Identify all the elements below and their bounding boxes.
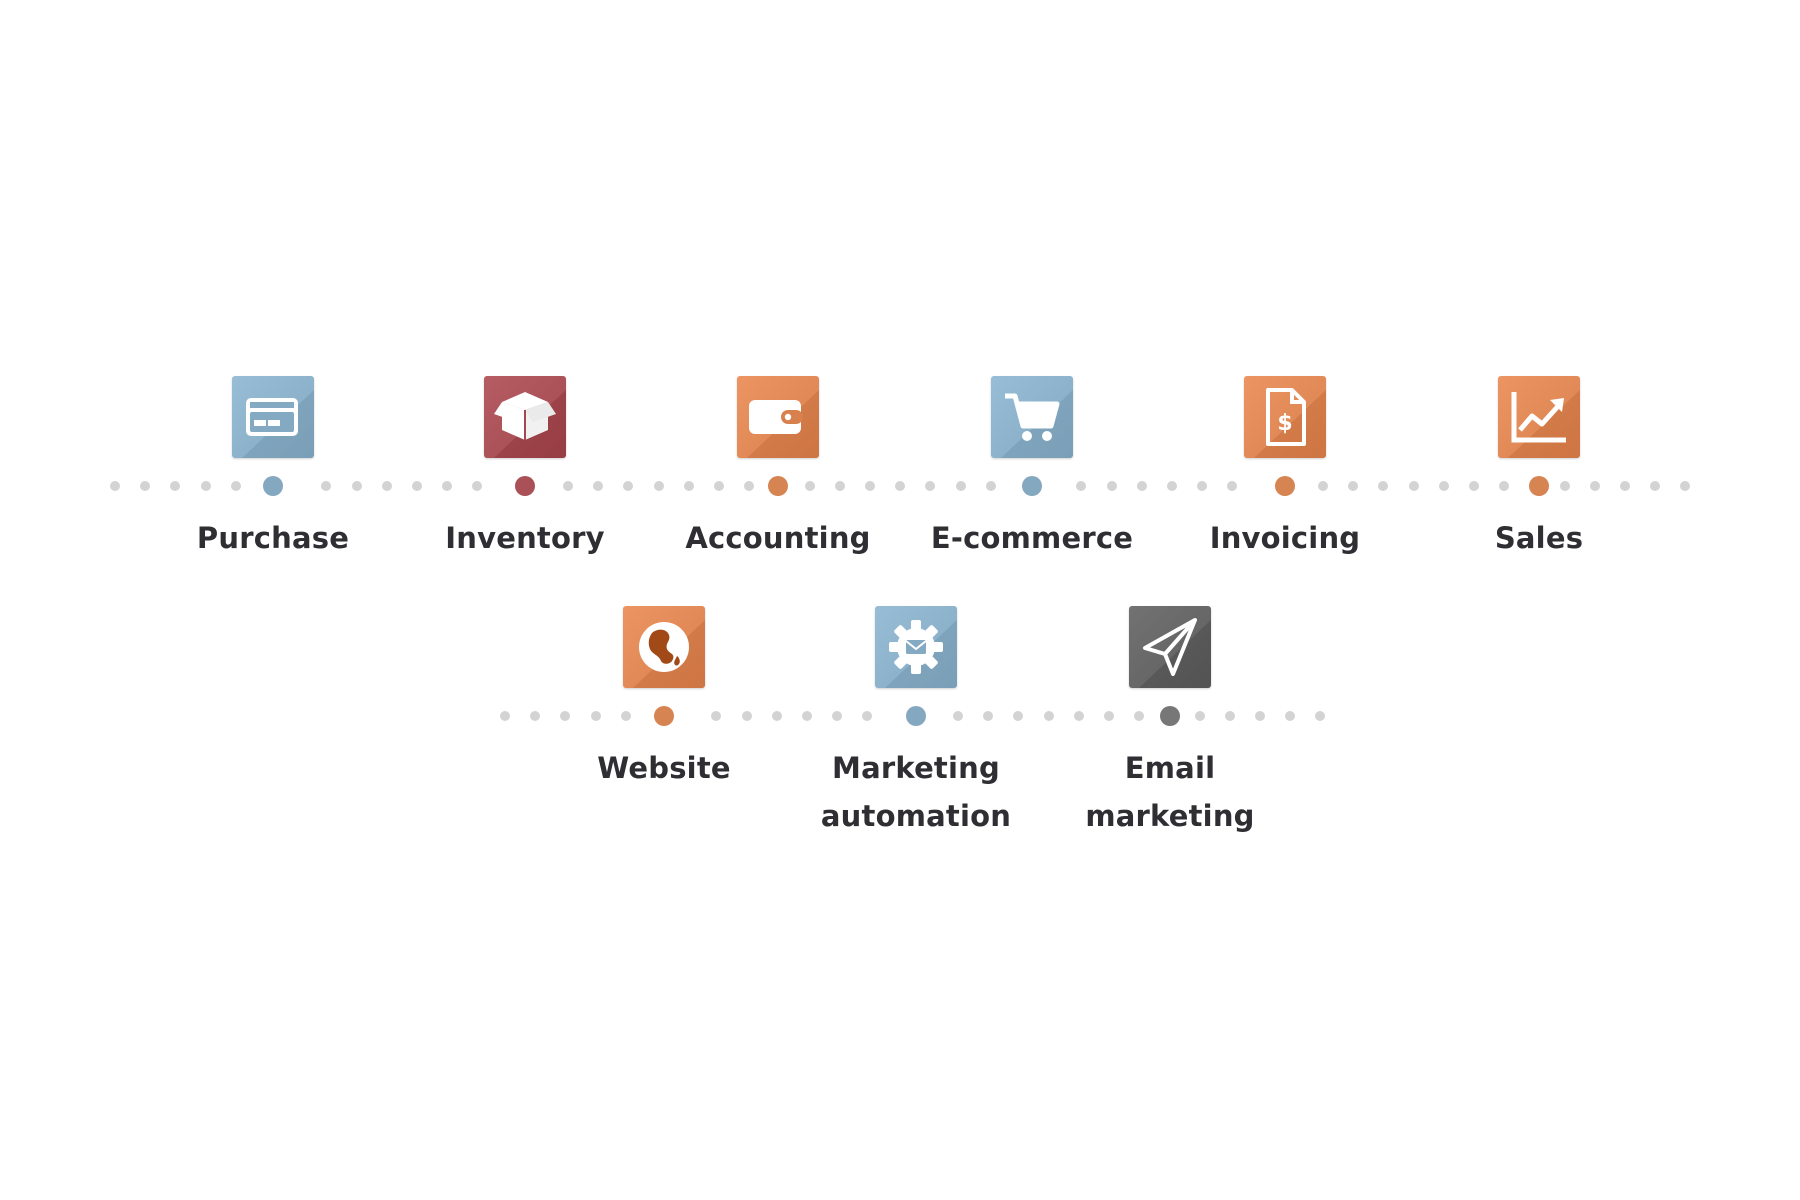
track-dot <box>560 711 571 721</box>
track-dot <box>1378 481 1389 491</box>
module-label-purchase: Purchase <box>196 521 350 555</box>
credit-card-icon <box>232 376 314 458</box>
track-dot <box>1106 481 1117 491</box>
track-dot <box>351 481 362 491</box>
track-dot <box>593 481 604 491</box>
module-label-invoicing: Invoicing <box>1209 521 1361 555</box>
track-dot <box>1408 481 1419 491</box>
track-dot <box>865 481 875 491</box>
track-dot <box>804 481 815 491</box>
track-dot <box>623 481 634 491</box>
milestone-dot-accounting <box>768 476 788 496</box>
shopping-cart-icon <box>991 376 1073 458</box>
track-dot <box>985 481 996 491</box>
track-dot <box>412 481 422 491</box>
track-dot <box>953 711 963 721</box>
track-dot <box>1469 481 1479 491</box>
track-dot <box>140 481 151 491</box>
track-dot <box>1227 481 1238 491</box>
track-dot <box>1076 481 1087 491</box>
track-dot <box>1315 711 1326 721</box>
track-dot <box>1559 481 1570 491</box>
track-dot <box>472 481 483 491</box>
track-dot <box>1013 711 1024 721</box>
track-dot <box>230 481 241 491</box>
track-dot <box>1073 711 1084 721</box>
track-dot <box>381 481 392 491</box>
globe-icon <box>623 606 705 688</box>
invoice-dollar-icon: $ <box>1244 376 1326 458</box>
track-dot <box>714 481 724 491</box>
module-label-inventory: Inventory <box>445 521 605 555</box>
track-row-1 <box>0 481 1800 491</box>
box-icon <box>484 376 566 458</box>
milestone-dot-sales <box>1529 476 1549 496</box>
track-dot <box>1136 481 1147 491</box>
track-dot <box>1680 481 1691 491</box>
track-dot <box>200 481 211 491</box>
milestone-dot-purchase <box>263 476 283 496</box>
module-label-website: Website <box>597 751 731 785</box>
module-label-ecommerce: E-commerce <box>930 521 1134 555</box>
track-dot <box>1224 711 1235 721</box>
track-dot <box>1589 481 1600 491</box>
track-dot <box>653 481 664 491</box>
paper-plane-icon <box>1129 606 1211 688</box>
track-dot <box>711 711 722 721</box>
milestone-dot-invoicing <box>1275 476 1295 496</box>
track-dot <box>1620 481 1630 491</box>
track-dot <box>1318 481 1328 491</box>
track-dot <box>620 711 631 721</box>
track-dot <box>895 481 906 491</box>
module-label-email-marketing: Email marketing <box>1085 751 1255 833</box>
track-dot <box>110 481 120 491</box>
track-dot <box>1134 711 1145 721</box>
track-dot <box>925 481 936 491</box>
track-dot <box>802 711 812 721</box>
track-dot <box>1438 481 1449 491</box>
track-dot <box>955 481 966 491</box>
track-dot <box>741 711 752 721</box>
module-label-marketing-automation: Marketing automation <box>820 751 1012 833</box>
svg-text:$: $ <box>1277 411 1292 436</box>
track-dot <box>590 711 601 721</box>
track-dot <box>1104 711 1114 721</box>
milestone-dot-ecommerce <box>1022 476 1042 496</box>
module-label-sales: Sales <box>1494 521 1584 555</box>
track-dot <box>683 481 694 491</box>
track-dot <box>1197 481 1208 491</box>
track-dot <box>170 481 181 491</box>
track-dot <box>862 711 873 721</box>
track-dot <box>563 481 573 491</box>
milestone-dot-inventory <box>515 476 535 496</box>
track-dot <box>744 481 755 491</box>
track-dot <box>832 711 843 721</box>
module-label-accounting: Accounting <box>685 521 871 555</box>
milestone-dot-website <box>654 706 674 726</box>
track-dot <box>1650 481 1661 491</box>
track-dot <box>530 711 541 721</box>
gear-envelope-icon <box>875 606 957 688</box>
track-dot <box>1499 481 1510 491</box>
trend-chart-icon <box>1498 376 1580 458</box>
milestone-dot-email-marketing <box>1160 706 1180 726</box>
track-dot <box>1043 711 1054 721</box>
track-dot <box>321 481 332 491</box>
track-dot <box>1285 711 1296 721</box>
milestone-dot-marketing-automation <box>906 706 926 726</box>
track-dot <box>1255 711 1265 721</box>
wallet-icon <box>737 376 819 458</box>
track-row-2 <box>0 711 1800 721</box>
track-dot <box>983 711 994 721</box>
track-dot <box>1167 481 1177 491</box>
track-dot <box>500 711 510 721</box>
track-dot <box>1348 481 1359 491</box>
track-dot <box>834 481 845 491</box>
track-dot <box>1194 711 1205 721</box>
track-dot <box>771 711 782 721</box>
track-dot <box>442 481 453 491</box>
